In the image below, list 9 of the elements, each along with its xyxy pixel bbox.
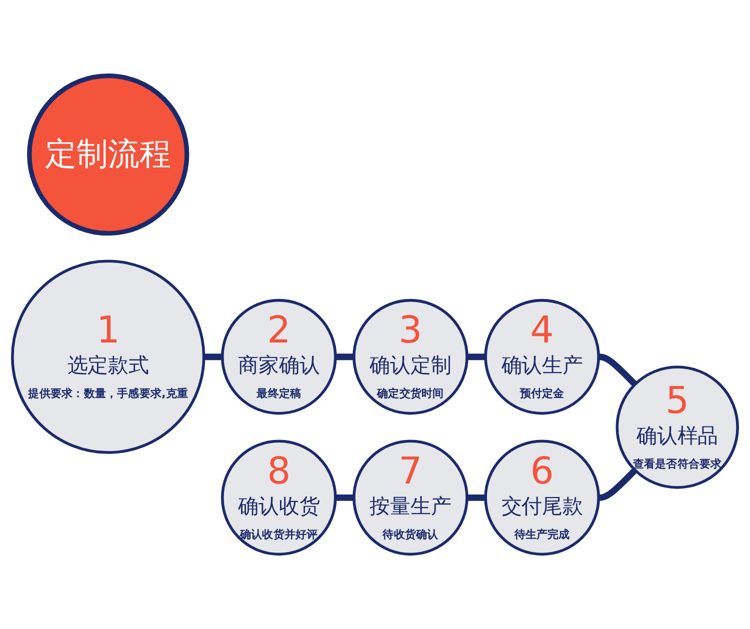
node-circle: 8 确认收货 确认收货并好评 bbox=[220, 439, 337, 556]
node-circle: 6 交付尾款 待生产完成 bbox=[484, 439, 600, 556]
node-circle: 7 按量生产 待收货确认 bbox=[352, 439, 468, 556]
node-circle: 5 确认样品 查看是否符合要求 bbox=[616, 365, 739, 488]
node-circle: 4 确认生产 预付定金 bbox=[484, 298, 600, 414]
node-circle: 2 商家确认 最终定稿 bbox=[220, 298, 337, 414]
node-circle: 定制流程 bbox=[27, 72, 190, 236]
node-circle: 3 确认定制 确定交货时间 bbox=[352, 298, 468, 414]
node-circle: 1 选定款式 提供要求：数量，手感要求,克重 bbox=[11, 259, 206, 454]
